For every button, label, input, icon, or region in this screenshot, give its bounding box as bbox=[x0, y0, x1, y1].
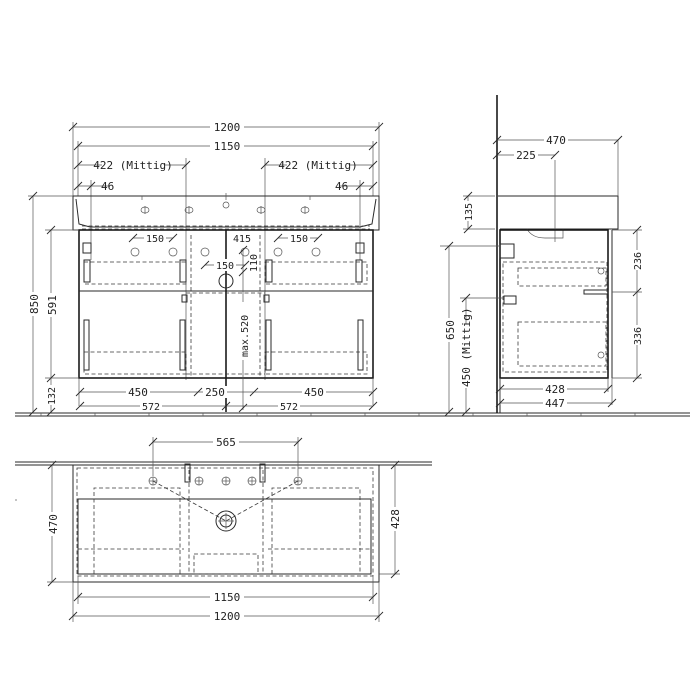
cabinet-front bbox=[78, 229, 374, 412]
label-236: 236 bbox=[633, 252, 644, 270]
label-470-plan: 470 bbox=[47, 514, 60, 534]
dim-depth-overall: 470 bbox=[492, 134, 623, 147]
label-450-left: 450 bbox=[128, 386, 148, 399]
dim-edge-right: 46 bbox=[335, 180, 378, 193]
dim-cabinet-depth: 428 447 bbox=[495, 378, 617, 410]
dim-edge-left: 46 bbox=[73, 180, 114, 193]
label-447: 447 bbox=[545, 397, 565, 410]
hinge-hardware bbox=[82, 242, 365, 371]
dim-total-height: 850 bbox=[27, 191, 41, 417]
label-450-mittig: 450 (Mittig) bbox=[460, 308, 473, 387]
label-1150-plan: 1150 bbox=[214, 591, 241, 604]
label-450-right: 450 bbox=[304, 386, 324, 399]
service-holes bbox=[130, 247, 321, 289]
dim-overall-width: 1200 bbox=[68, 120, 384, 134]
dim-basin-height: 135 bbox=[462, 191, 495, 234]
dim-tap-center-right: 422 (Mittig) bbox=[260, 158, 378, 172]
basin-front bbox=[72, 193, 380, 231]
dim-drawer-widths: 450 250 450 bbox=[75, 378, 378, 406]
dim-tap-center-left: 422 (Mittig) bbox=[73, 158, 191, 172]
label-565: 565 bbox=[216, 436, 236, 449]
label-422-left: 422 (Mittig) bbox=[93, 159, 172, 172]
dim-depth-right: 428 bbox=[379, 460, 402, 579]
label-250: 250 bbox=[205, 386, 225, 399]
plan-view: 565 470 428 bbox=[15, 436, 432, 623]
label-428-side: 428 bbox=[545, 383, 565, 396]
label-572-left: 572 bbox=[142, 402, 160, 413]
tap-hole-markers bbox=[140, 206, 310, 214]
label-591: 591 bbox=[46, 295, 59, 315]
dim-tap-depth: 225 bbox=[492, 149, 560, 162]
label-850: 850 bbox=[28, 294, 41, 314]
label-150-right: 150 bbox=[290, 234, 308, 245]
label-428-plan: 428 bbox=[389, 509, 402, 529]
dim-mount-height: 650 bbox=[440, 241, 500, 417]
side-view: 470 225 135 650 bbox=[440, 95, 644, 417]
label-415: 415 bbox=[233, 234, 251, 245]
dim-hole-spacing-center: 150 bbox=[200, 259, 250, 272]
dim-drawer-heights: 236 336 bbox=[612, 225, 644, 383]
label-650: 650 bbox=[444, 320, 457, 340]
label-150-left: 150 bbox=[146, 234, 164, 245]
dim-plan-widths: 1150 1200 bbox=[68, 576, 384, 623]
floor-line bbox=[15, 412, 690, 417]
label-132: 132 bbox=[47, 387, 58, 405]
dim-center-height: 450 (Mittig) bbox=[460, 293, 504, 417]
dim-siphon-height: 110 max.520 bbox=[236, 245, 260, 413]
label-46-right: 46 bbox=[335, 180, 348, 193]
label-225: 225 bbox=[516, 149, 536, 162]
dim-half-widths: 572 572 bbox=[75, 400, 378, 413]
dim-center-offset: 415 bbox=[233, 234, 251, 245]
dim-floor-gap: 132 bbox=[45, 378, 58, 417]
label-1150: 1150 bbox=[214, 140, 241, 153]
label-135: 135 bbox=[464, 203, 475, 221]
label-336: 336 bbox=[633, 327, 644, 345]
label-1200: 1200 bbox=[214, 121, 241, 134]
label-572-right: 572 bbox=[280, 402, 298, 413]
plan-fixtures bbox=[148, 463, 303, 532]
label-110: 110 bbox=[249, 254, 260, 272]
label-150-center: 150 bbox=[216, 261, 234, 272]
dim-tap-spacing: 565 bbox=[148, 436, 303, 476]
label-470-side: 470 bbox=[546, 134, 566, 147]
label-46-left: 46 bbox=[101, 180, 114, 193]
front-view: 1200 1150 422 (Mittig) 422 (Mittig) bbox=[15, 120, 690, 417]
dim-hole-spacing-right: 150 bbox=[273, 232, 323, 245]
dim-hole-spacing-left: 150 bbox=[128, 232, 178, 245]
label-max-520: max.520 bbox=[240, 315, 251, 357]
label-1200-plan: 1200 bbox=[214, 610, 241, 623]
dim-depth-left: 470 bbox=[46, 460, 73, 587]
dim-basin-width: 1150 bbox=[73, 139, 378, 153]
label-422-right: 422 (Mittig) bbox=[278, 159, 357, 172]
dim-cabinet-height: 591 bbox=[45, 225, 59, 383]
